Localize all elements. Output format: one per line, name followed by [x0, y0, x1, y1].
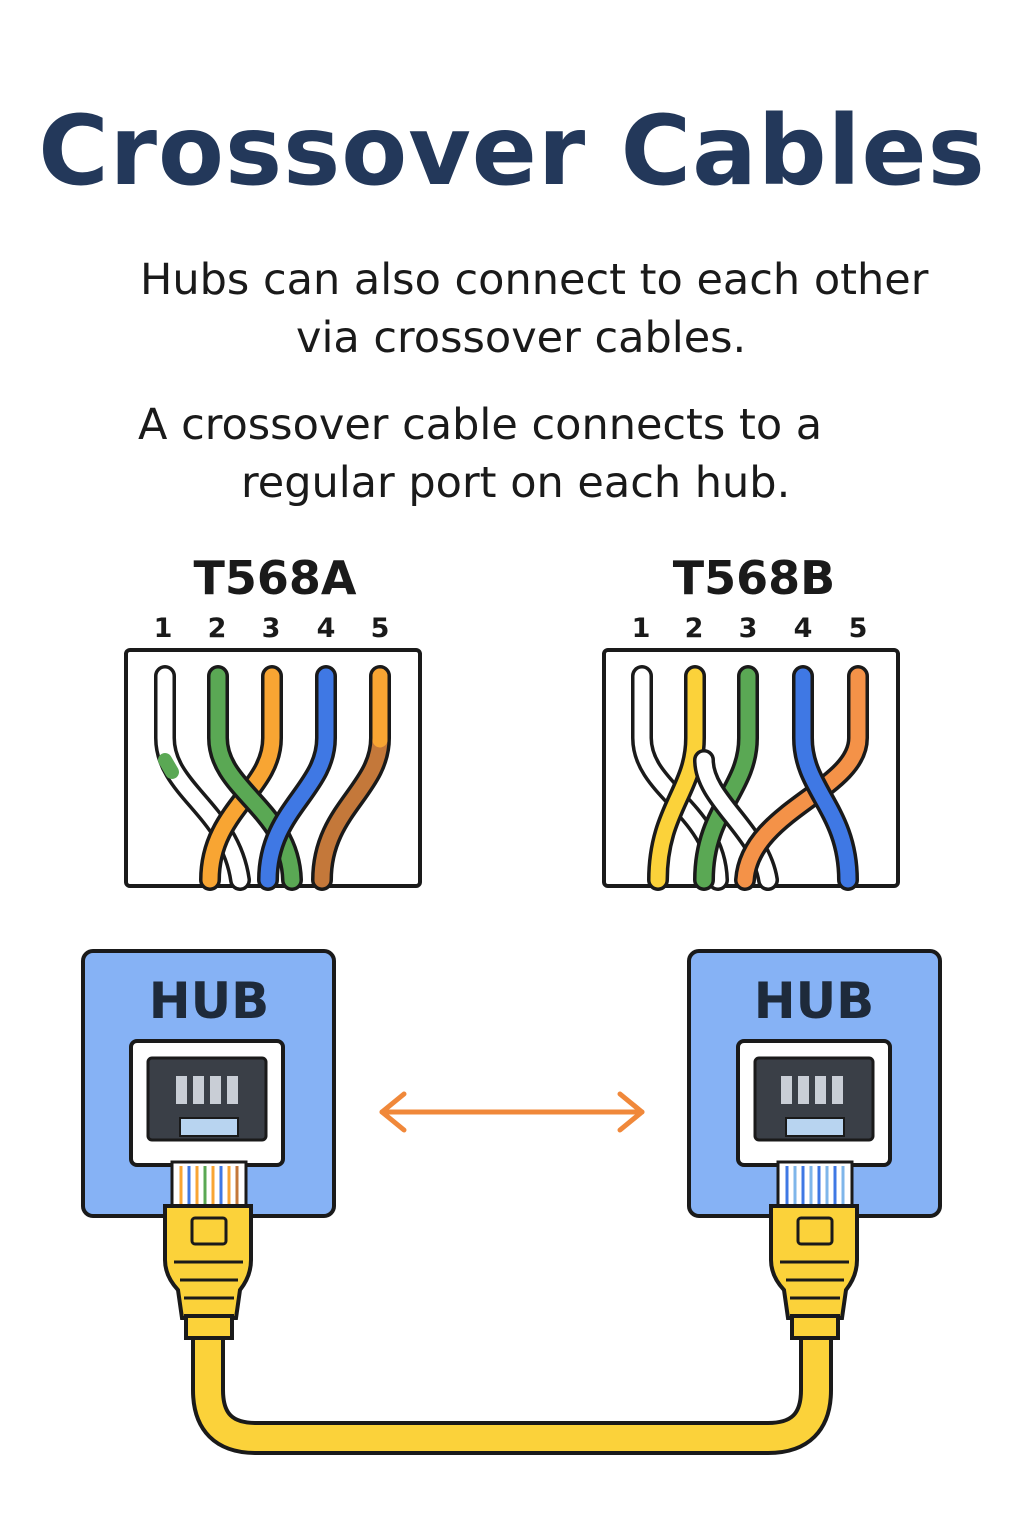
left-hub-label: HUB — [149, 972, 270, 1030]
t568b-label: T568B — [673, 551, 835, 605]
left-hub: HUB — [81, 949, 336, 1218]
pin-number: 5 — [849, 613, 868, 644]
t568b-pin-numbers: 1 2 3 4 5 — [632, 613, 868, 644]
rj45-plug-icon — [769, 1160, 859, 1340]
t568a-pinout: T568A 1 2 3 4 5 — [124, 551, 422, 891]
pin-number: 4 — [317, 613, 336, 644]
intro-line-2: via crossover cables. — [296, 313, 747, 363]
t568b-pinout: T568B 1 2 3 4 5 — [602, 551, 900, 891]
t568b-wires — [631, 665, 869, 891]
page-title: Crossover Cables — [38, 95, 986, 207]
ethernet-port-icon[interactable] — [736, 1039, 892, 1167]
pin-number: 5 — [371, 613, 390, 644]
right-hub-label: HUB — [754, 972, 875, 1030]
t568a-label: T568A — [194, 551, 357, 605]
pin-number: 3 — [739, 613, 758, 644]
cable-icon — [191, 1313, 833, 1455]
pin-number: 2 — [208, 613, 227, 644]
double-arrow-icon — [379, 1091, 645, 1133]
detail-line-1: A crossover cable connects to a — [138, 400, 823, 450]
t568a-pin-numbers: 1 2 3 4 5 — [154, 613, 390, 644]
t568a-wires — [154, 665, 391, 891]
intro-line-1: Hubs can also connect to each other — [140, 255, 929, 305]
pin-number: 3 — [262, 613, 281, 644]
pin-number: 1 — [632, 613, 651, 644]
detail-line-2: regular port on each hub. — [241, 458, 791, 508]
cable-body — [195, 1317, 829, 1451]
rj45-plug-icon — [163, 1160, 253, 1340]
right-hub: HUB — [687, 949, 942, 1218]
pin-number: 2 — [685, 613, 704, 644]
pin-number: 1 — [154, 613, 173, 644]
pin-number: 4 — [794, 613, 813, 644]
ethernet-port-icon[interactable] — [129, 1039, 285, 1167]
